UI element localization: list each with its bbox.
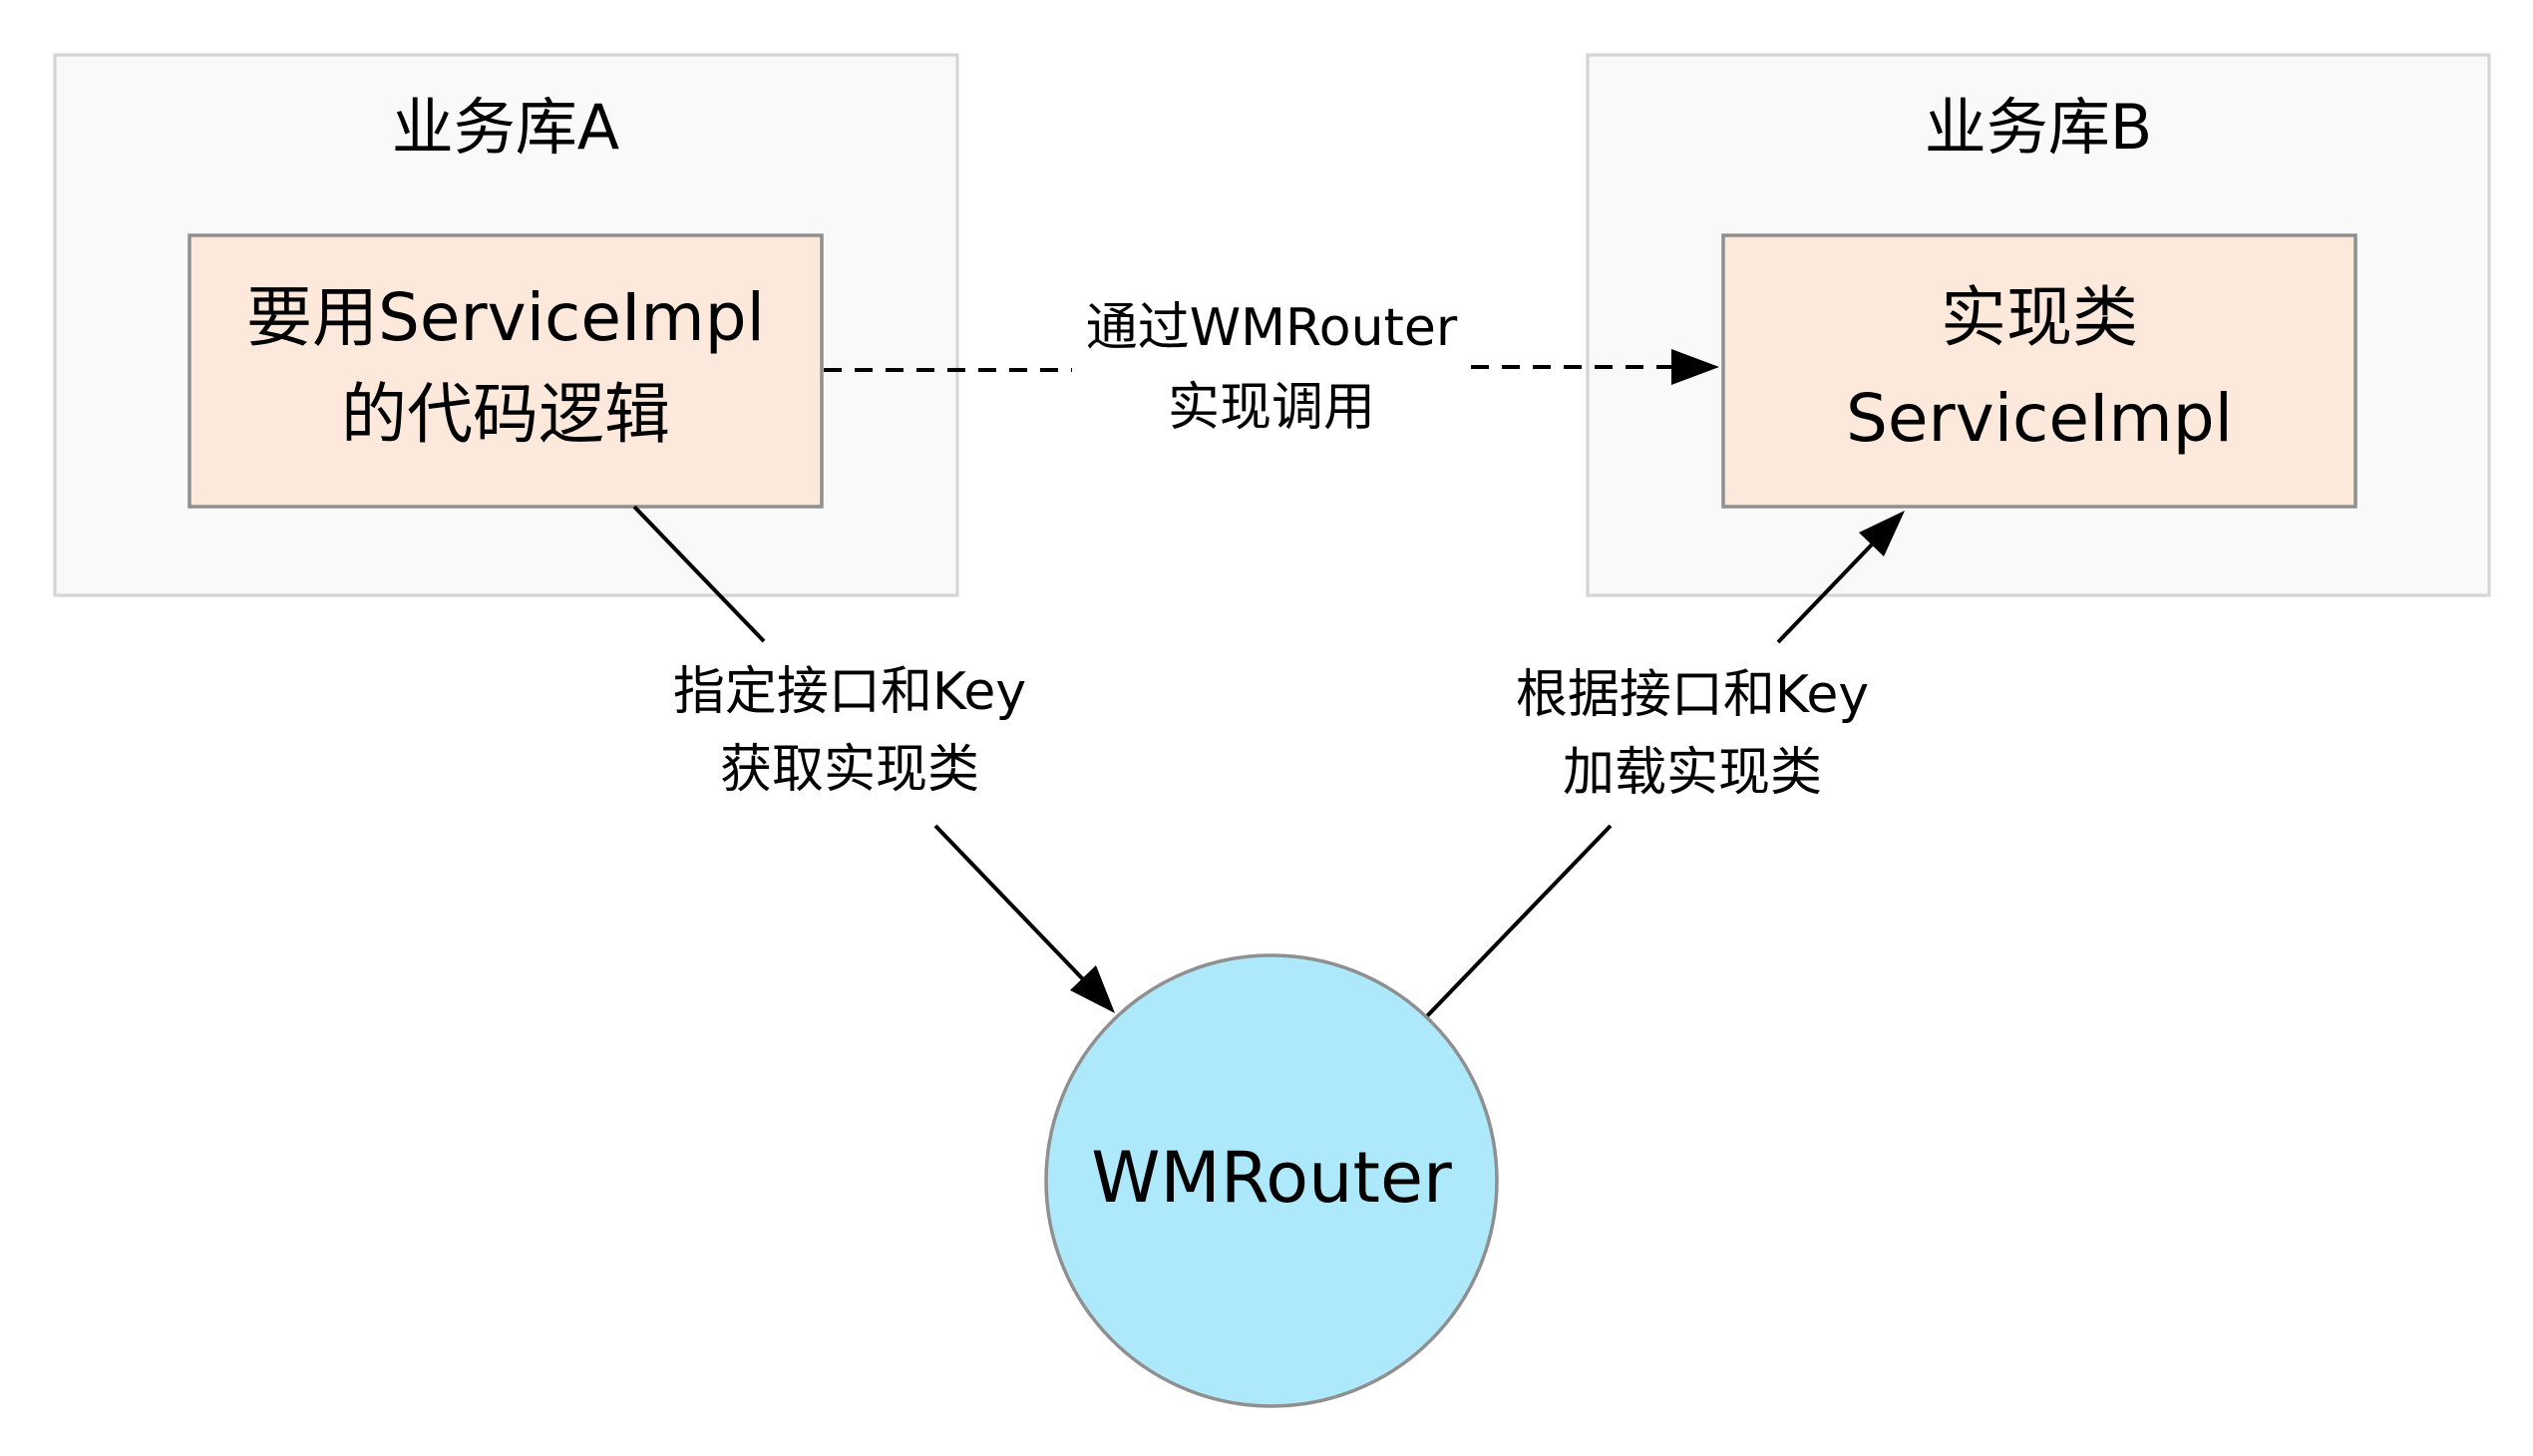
caller-code-box — [187, 233, 824, 509]
wmrouter-circle — [1044, 953, 1499, 1408]
wmrouter-label: WMRouter — [1091, 1137, 1452, 1219]
library-b-title: 业务库B — [1925, 91, 2153, 164]
load-impl-label-line1: 根据接口和Key — [1516, 665, 1869, 725]
library-a-title: 业务库A — [392, 91, 619, 164]
get-impl-edge: 指定接口和Key 获取实现类 — [632, 505, 1115, 1013]
service-impl-label-line1: 实现类 — [1941, 279, 2138, 356]
caller-code-label-line2: 的代码逻辑 — [341, 376, 670, 453]
load-impl-edge: 根据接口和Key 加载实现类 — [1424, 511, 1905, 1019]
get-impl-label-line2: 获取实现类 — [720, 740, 979, 800]
call-via-router-label-line2: 实现调用 — [1168, 378, 1375, 438]
caller-code-label-line1: 要用ServiceImpl — [246, 279, 765, 356]
call-via-router-arrowhead — [1671, 349, 1719, 385]
service-impl-label-line2: ServiceImpl — [1846, 380, 2233, 457]
call-via-router-label-line1: 通过WMRouter — [1086, 298, 1458, 358]
load-impl-arrowhead — [1859, 511, 1905, 556]
call-via-router-edge: 通过WMRouter 实现调用 — [824, 298, 1719, 438]
library-a: 业务库A 要用ServiceImpl 的代码逻辑 — [53, 53, 959, 597]
wmrouter-node: WMRouter — [1044, 953, 1499, 1408]
get-impl-label-line1: 指定接口和Key — [673, 662, 1026, 722]
load-impl-label-line2: 加载实现类 — [1563, 743, 1822, 803]
load-impl-line-top — [1776, 543, 1874, 644]
library-b: 业务库B 实现类 ServiceImpl — [1586, 53, 2491, 597]
load-impl-line-bottom — [1424, 824, 1613, 1019]
get-impl-line-top — [632, 505, 766, 643]
service-impl-box — [1721, 233, 2357, 509]
get-impl-line-bottom — [933, 824, 1085, 981]
get-impl-arrowhead — [1070, 965, 1115, 1013]
